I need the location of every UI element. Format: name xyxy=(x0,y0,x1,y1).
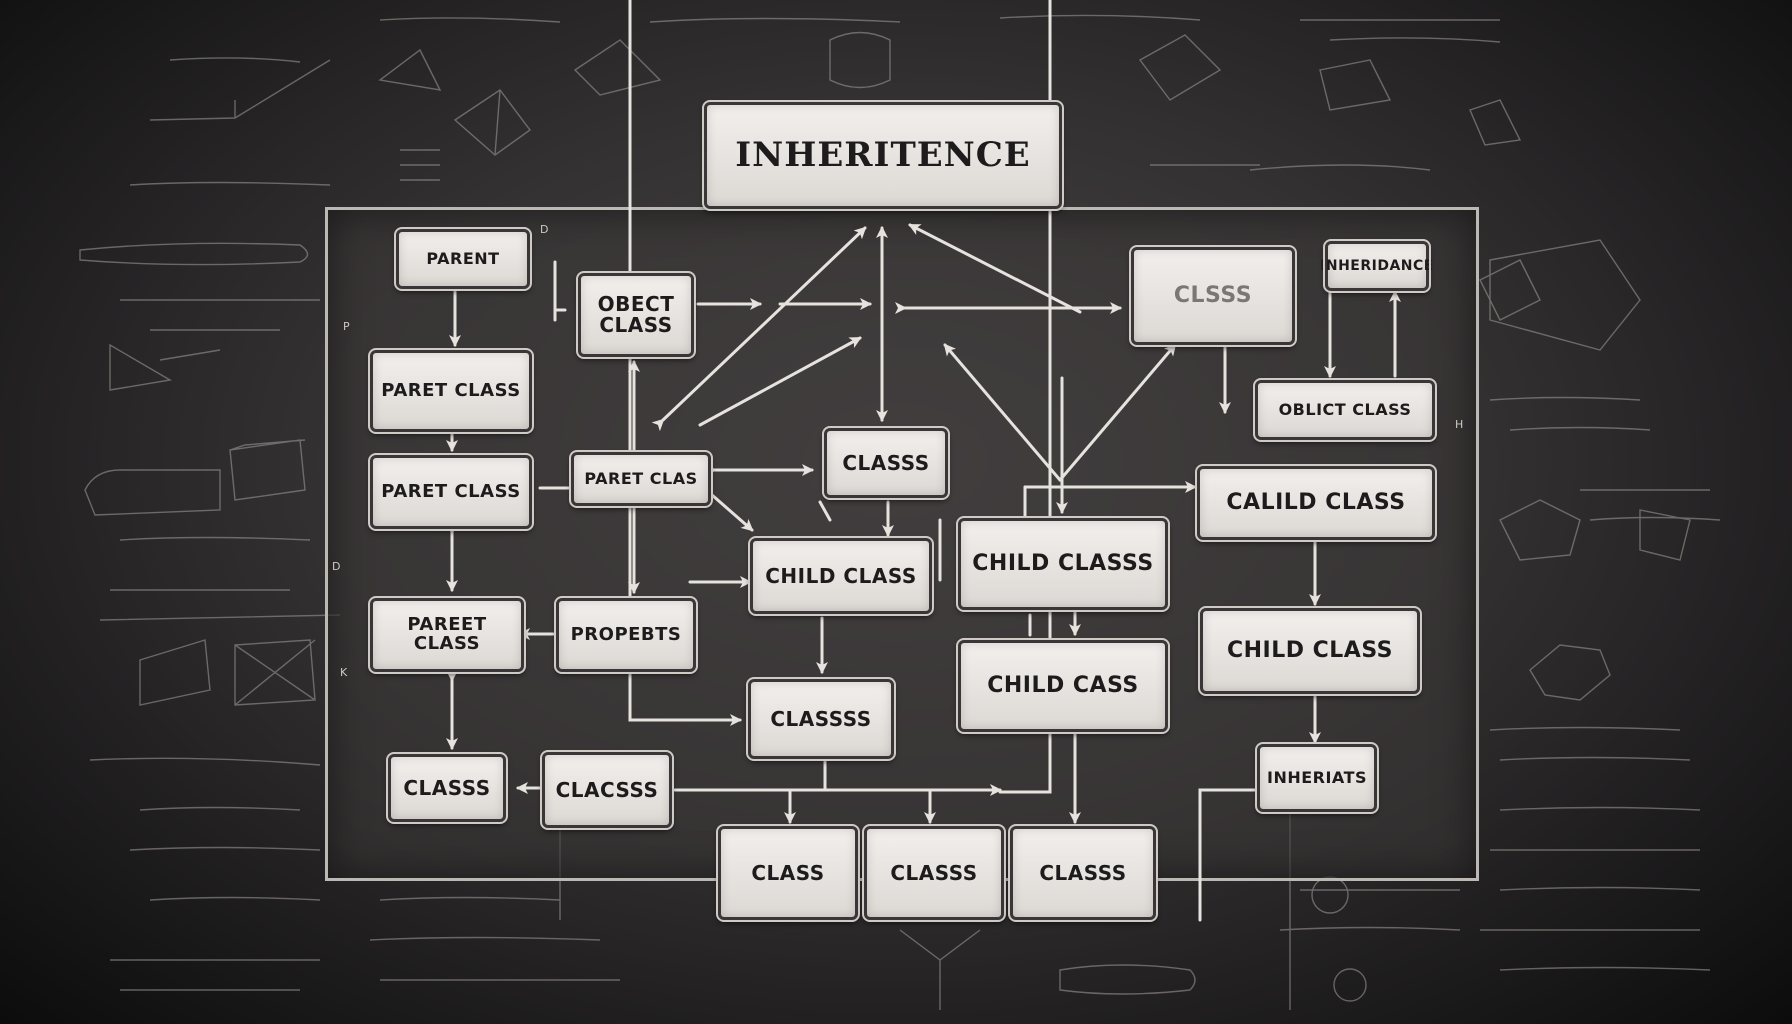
box-inheriats-label: INHERIATS xyxy=(1266,767,1367,787)
box-child-class-2: CHILD CLASS xyxy=(1198,606,1422,696)
box-child-classs-label: CHILD CLASSS xyxy=(972,551,1154,577)
box-paret-clas-label: PARET CLAS xyxy=(584,468,698,488)
box-child-cass-label: CHILD CASS xyxy=(987,673,1139,699)
box-child-class-1-label: CHILD CLASS xyxy=(765,563,917,588)
side-letter-h: H xyxy=(1455,418,1464,431)
box-classs-bottom-3: CLASSS xyxy=(1008,824,1158,922)
box-object-class-label: OBECT CLASS xyxy=(597,292,675,337)
side-letter-p: P xyxy=(343,320,350,333)
box-classs-bottom-3-label: CLASSS xyxy=(1039,860,1127,885)
box-classs-bottom-2: CLASSS xyxy=(862,824,1006,922)
box-paret-class-1-label: PARET CLASS xyxy=(381,379,521,401)
box-pareet-class: PAREET CLASS xyxy=(368,596,526,674)
box-calild-class: CALILD CLASS xyxy=(1195,464,1437,542)
box-classs-bottom-2-label: CLASSS xyxy=(890,860,978,885)
box-parent-label: PARENT xyxy=(426,248,500,268)
box-propebts: PROPEBTS xyxy=(554,596,698,674)
title-text: INHERITENCE xyxy=(735,134,1031,175)
box-inheridance: INHERIDANCE xyxy=(1320,239,1433,293)
box-inheridance-label: INHERIDANCE xyxy=(1320,257,1434,274)
box-propebts-label: PROPEBTS xyxy=(570,623,682,645)
box-clsss-label: CLSSS xyxy=(1173,283,1253,309)
box-parent: PARENT xyxy=(394,227,532,291)
box-oblict-class: OBLICT CLASS xyxy=(1253,378,1437,442)
box-classss-label: CLASSSS xyxy=(770,706,872,731)
box-class-bottom-1: CLASS xyxy=(716,824,860,922)
side-letter-k: K xyxy=(340,666,348,679)
box-clacsss-label: CLACSSS xyxy=(555,777,659,802)
box-classs-1-label: CLASSS xyxy=(842,450,930,475)
box-paret-class-2-label: PARET CLASS xyxy=(381,480,521,502)
box-clacsss: CLACSSS xyxy=(540,750,674,830)
box-paret-class-1: PARET CLASS xyxy=(368,348,534,434)
box-oblict-class-label: OBLICT CLASS xyxy=(1278,399,1412,419)
box-clsss: CLSSS xyxy=(1129,245,1297,347)
box-classs-2: CLASSS xyxy=(386,752,508,824)
box-child-classs: CHILD CLASSS xyxy=(956,516,1170,612)
box-child-class-2-label: CHILD CLASS xyxy=(1226,638,1394,664)
box-calild-class-label: CALILD CLASS xyxy=(1226,490,1406,516)
title-inheritence: INHERITENCE xyxy=(702,100,1064,211)
box-class-bottom-1-label: CLASS xyxy=(751,860,825,885)
box-classs-2-label: CLASSS xyxy=(403,775,491,800)
box-child-class-1: CHILD CLASS xyxy=(748,536,934,616)
box-child-cass: CHILD CASS xyxy=(956,638,1170,734)
box-inheriats: INHERIATS xyxy=(1255,742,1379,814)
box-paret-class-2: PARET CLASS xyxy=(368,453,534,531)
side-letter-d2: D xyxy=(332,560,341,573)
box-classs-1: CLASSS xyxy=(822,426,950,500)
box-paret-clas: PARET CLAS xyxy=(569,450,713,508)
box-object-class: OBECT CLASS xyxy=(576,271,696,359)
box-pareet-class-label: PAREET CLASS xyxy=(407,614,487,654)
box-classss: CLASSSS xyxy=(746,677,896,761)
side-letter-d1: D xyxy=(540,223,549,236)
